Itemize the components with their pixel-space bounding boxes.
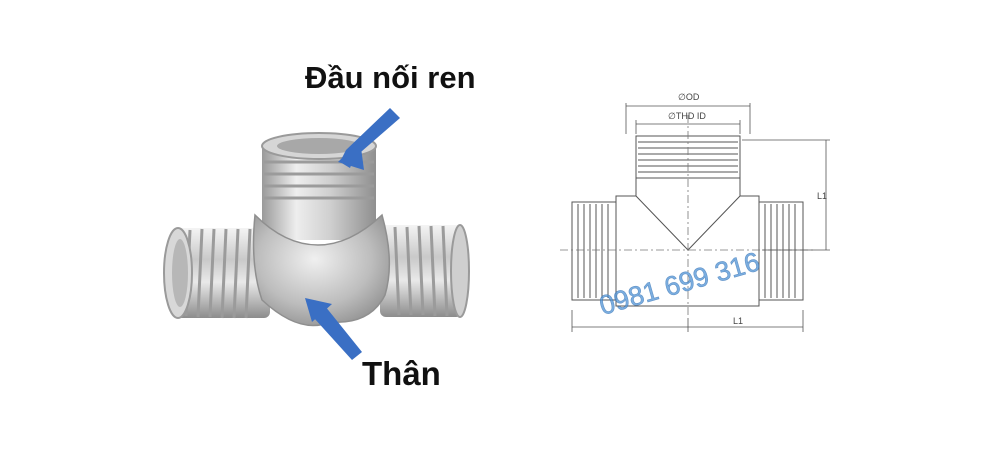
thd-id-dimension-label: ∅THD ID	[668, 111, 706, 121]
arrow-to-body	[305, 298, 362, 360]
left-threaded-end	[163, 227, 270, 319]
l1-horizontal-label: L1	[733, 316, 743, 326]
body-label: Thân	[362, 355, 441, 392]
thread-end-label: Đầu nối ren	[305, 60, 476, 95]
l1-vertical-label: L1	[817, 191, 827, 201]
od-dimension-label: ∅OD	[678, 92, 700, 102]
right-threaded-end	[380, 224, 470, 318]
tee-body	[252, 213, 391, 327]
arrow-to-thread	[338, 108, 400, 170]
